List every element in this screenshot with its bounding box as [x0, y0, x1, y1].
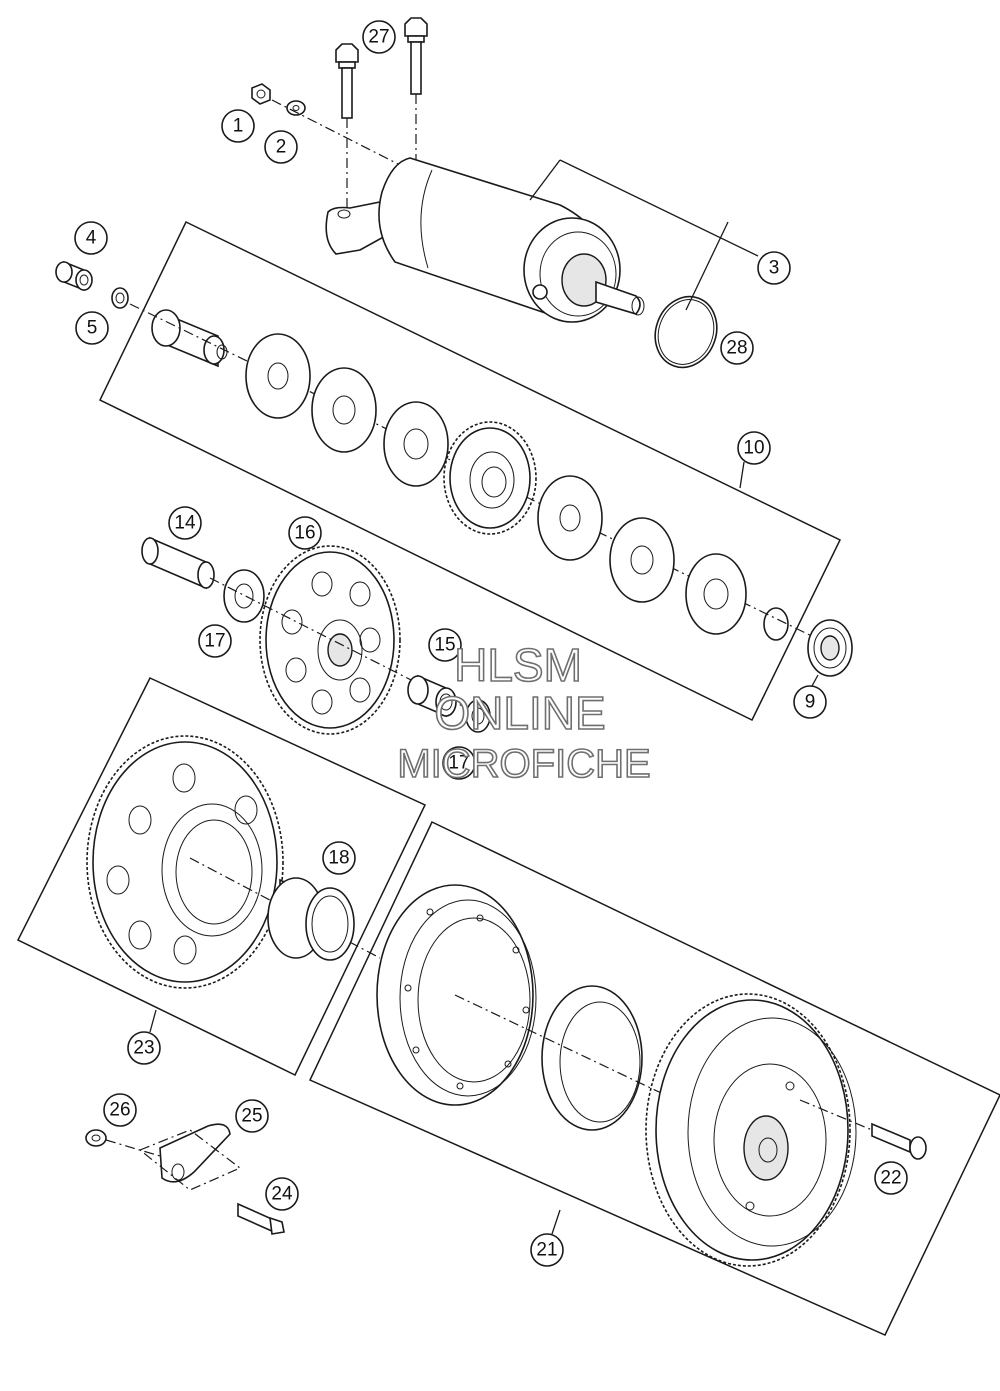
callout-25[interactable]: 25 [235, 1099, 269, 1133]
callout-10[interactable]: 10 [737, 431, 771, 465]
callout-15[interactable]: 15 [428, 628, 462, 662]
sleeve-18 [267, 877, 355, 961]
bushing-15 [407, 674, 457, 718]
leader-21 [551, 1209, 561, 1235]
watermark-line-3: MICROFICHE [397, 742, 650, 786]
svg-text:15: 15 [434, 635, 455, 656]
svg-text:2: 2 [276, 137, 287, 158]
svg-text:3: 3 [769, 258, 780, 279]
watermark-line-2: ONLINE [434, 687, 605, 739]
o-ring-28 [654, 295, 718, 369]
leader-3c [685, 221, 729, 311]
thrust-washer-d [685, 553, 747, 635]
circlip [763, 607, 789, 641]
starter-bolt-right [404, 17, 428, 95]
svg-text:16: 16 [294, 523, 315, 544]
svg-text:14: 14 [174, 513, 196, 534]
callout-16[interactable]: 16 [288, 516, 322, 550]
bolt-24 [237, 1202, 285, 1235]
washer-17-right [465, 699, 491, 733]
callout-9[interactable]: 9 [793, 685, 827, 719]
callout-27[interactable]: 27 [362, 20, 396, 54]
starter-bolt-left [335, 43, 359, 119]
group-box-21 [308, 820, 1000, 1336]
starter-gear-23 [86, 735, 284, 989]
svg-text:25: 25 [241, 1106, 262, 1127]
lock-washer-b [609, 517, 675, 603]
watermark-line-1: HLSM [454, 639, 582, 691]
nut-axis [271, 99, 401, 166]
group-box-23 [16, 677, 427, 1077]
svg-text:21: 21 [536, 1240, 557, 1261]
lever-axis [105, 1139, 161, 1157]
svg-text:27: 27 [368, 27, 389, 48]
flywheel-rotor [645, 993, 857, 1267]
callout-21[interactable]: 21 [530, 1233, 564, 1267]
callout-26[interactable]: 26 [103, 1093, 137, 1127]
callout-5[interactable]: 5 [75, 311, 109, 345]
freewheel-ring [376, 884, 537, 1106]
leader-3b [559, 159, 759, 257]
leader-10 [739, 461, 745, 489]
starter-motor [325, 157, 645, 323]
group-box-10 [99, 220, 842, 722]
callout-22[interactable]: 22 [874, 1161, 908, 1195]
callout-28[interactable]: 28 [720, 331, 754, 365]
svg-text:22: 22 [880, 1168, 901, 1189]
svg-text:9: 9 [805, 692, 816, 713]
svg-text:5: 5 [87, 318, 98, 339]
lever-25 [159, 1123, 231, 1183]
thrust-washer-c [537, 475, 603, 561]
callout-2[interactable]: 2 [264, 130, 298, 164]
idler-gear-16 [259, 545, 401, 735]
thrust-washer-a [245, 333, 311, 419]
nut-1 [251, 83, 271, 105]
washer-17-left [223, 569, 265, 623]
callout-23[interactable]: 23 [127, 1031, 161, 1065]
bushing-26 [85, 1129, 107, 1147]
bearing-9 [807, 619, 853, 677]
svg-text:17: 17 [204, 631, 225, 652]
washer-5 [111, 287, 129, 309]
callout-17-right[interactable]: 17 [442, 746, 476, 780]
svg-text:4: 4 [86, 228, 97, 249]
callout-4[interactable]: 4 [74, 221, 108, 255]
callout-3[interactable]: 3 [757, 251, 791, 285]
callout-14[interactable]: 14 [168, 506, 202, 540]
callout-18[interactable]: 18 [322, 841, 356, 875]
idler-pinion [151, 309, 228, 368]
callout-1[interactable]: 1 [221, 109, 255, 143]
svg-text:1: 1 [233, 116, 244, 137]
svg-text:24: 24 [271, 1184, 293, 1205]
watermark: HLSM ONLINE MICROFICHE [397, 638, 652, 787]
callout-24[interactable]: 24 [265, 1177, 299, 1211]
washer-2 [286, 100, 306, 116]
bolt-22-axis [799, 1099, 873, 1131]
leader-9 [811, 674, 819, 687]
leader-3a [529, 159, 561, 201]
shaft-14 [141, 536, 215, 590]
bolt-22 [871, 1122, 927, 1160]
svg-text:10: 10 [743, 438, 764, 459]
svg-text:23: 23 [133, 1038, 154, 1059]
svg-text:18: 18 [328, 848, 349, 869]
bushing-4 [55, 260, 93, 292]
svg-text:28: 28 [726, 338, 747, 359]
leader-23 [149, 1009, 157, 1033]
freewheel-bearing [541, 985, 643, 1131]
callout-17-left[interactable]: 17 [198, 624, 232, 658]
lever-axis-box [138, 1129, 242, 1191]
thrust-washer-b [383, 401, 449, 487]
svg-text:17: 17 [448, 753, 469, 774]
svg-text:26: 26 [109, 1100, 130, 1121]
lock-washer-a [311, 367, 377, 453]
intermediate-gear [443, 421, 537, 535]
